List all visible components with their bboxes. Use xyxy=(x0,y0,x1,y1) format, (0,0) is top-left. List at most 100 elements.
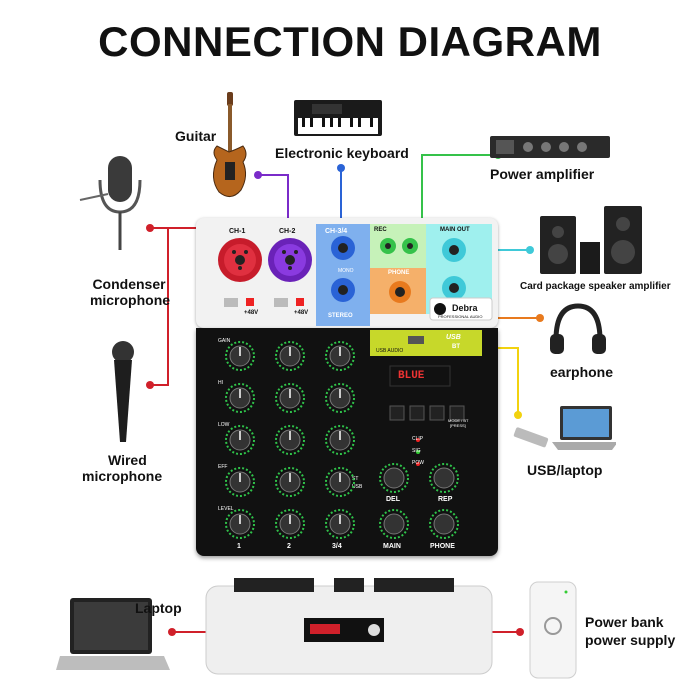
usb-switch-label: USB xyxy=(352,484,363,490)
knob-label: HI xyxy=(218,380,223,386)
keyboard-icon xyxy=(294,100,382,136)
ch2-label: CH-2 xyxy=(279,228,296,235)
rep-label: REP xyxy=(438,496,453,503)
knob[interactable] xyxy=(225,383,255,413)
knob-label: LEVEL xyxy=(218,506,234,512)
dot-keyboard xyxy=(337,164,345,172)
wired-microphone-icon xyxy=(112,341,134,442)
condenser-label-1: Condenser xyxy=(92,276,166,292)
guitar-icon xyxy=(213,92,247,197)
main-out-label: MAIN OUT xyxy=(440,227,470,233)
knob[interactable] xyxy=(275,509,305,539)
knob[interactable] xyxy=(225,467,255,497)
knob[interactable] xyxy=(275,341,305,371)
ch2-48v-switch[interactable] xyxy=(274,298,288,307)
dot-wired xyxy=(146,381,154,389)
wired-label-1: Wired xyxy=(108,452,147,468)
ch-footer-2: 2 xyxy=(287,543,291,550)
stereo-label: STEREO xyxy=(328,313,353,319)
knob[interactable] xyxy=(225,509,255,539)
laptop-icon xyxy=(56,598,170,670)
sig-label: SIG xyxy=(412,448,421,454)
bt-label: BT xyxy=(452,344,460,350)
master-knob[interactable] xyxy=(429,509,459,539)
powerbank-label-2: power supply xyxy=(585,632,676,648)
knob[interactable] xyxy=(325,383,355,413)
power-amplifier-icon xyxy=(490,136,610,158)
master-knob[interactable] xyxy=(379,509,409,539)
knob-label: EFF xyxy=(218,464,227,470)
speaker-icon xyxy=(540,206,642,274)
usb-audio-label: USB AUDIO xyxy=(376,348,404,354)
ch-footer-phone: PHONE xyxy=(430,543,455,550)
page-title: CONNECTION DIAGRAM xyxy=(98,18,602,65)
laptop-label: Laptop xyxy=(135,600,182,616)
dot-powerbank xyxy=(516,628,524,636)
knob-grid: GAIN HI LOW EFF LEVEL xyxy=(218,338,459,539)
prev-button[interactable] xyxy=(409,405,425,421)
ch-footer-34: 3/4 xyxy=(332,543,342,550)
dot-speaker xyxy=(526,246,534,254)
speaker-label: Card package speaker amplifier xyxy=(520,281,671,292)
knob[interactable] xyxy=(325,425,355,455)
phone-label: PHONE xyxy=(388,270,410,276)
knob[interactable] xyxy=(225,341,255,371)
mode-label: MODE / BT xyxy=(448,418,469,423)
power-bank-icon xyxy=(529,581,577,679)
knob[interactable] xyxy=(325,509,355,539)
rec-label: REC xyxy=(374,227,387,233)
usb-port[interactable] xyxy=(408,336,424,344)
master-knob[interactable] xyxy=(379,463,409,493)
brand-name: Debra xyxy=(452,303,478,313)
power-amp-label: Power amplifier xyxy=(490,166,595,182)
headphones-icon xyxy=(550,303,606,354)
knob[interactable] xyxy=(325,341,355,371)
line-wired xyxy=(150,228,169,386)
dot-guitar xyxy=(254,171,262,179)
led-display xyxy=(389,365,451,387)
ch1-48v-label: +48V xyxy=(244,310,259,316)
clip-label: CLIP xyxy=(412,436,424,442)
knob[interactable] xyxy=(325,467,355,497)
knob[interactable] xyxy=(275,425,305,455)
dot-laptop xyxy=(168,628,176,636)
dot-condenser xyxy=(146,224,154,232)
next-button[interactable] xyxy=(429,405,445,421)
condenser-label-2: microphone xyxy=(89,292,171,308)
knob[interactable] xyxy=(275,467,305,497)
play-pause-button[interactable] xyxy=(389,405,405,421)
usb-laptop-label: USB/laptop xyxy=(527,462,603,478)
pow-label: POW xyxy=(412,460,424,466)
usb-label: USB xyxy=(446,334,461,341)
ch-footer-main: MAIN xyxy=(383,543,401,550)
mode-button[interactable] xyxy=(449,405,465,421)
usb-laptop-icon xyxy=(552,406,616,450)
mono-label: MONO xyxy=(338,268,354,274)
dot-usb xyxy=(514,411,522,419)
brand-sub: PROFESSIONAL AUDIO xyxy=(438,314,483,319)
master-knob[interactable] xyxy=(429,463,459,493)
st-label: ST xyxy=(352,476,359,482)
press-label: [PRESS] xyxy=(450,423,466,428)
keyboard-label: Electronic keyboard xyxy=(275,145,409,161)
brand-badge xyxy=(429,297,493,321)
knob[interactable] xyxy=(225,425,255,455)
ch1-label: CH-1 xyxy=(229,228,246,235)
dot-earphone xyxy=(536,314,544,322)
usb-bt-module xyxy=(370,330,482,356)
ch1-48v-switch[interactable] xyxy=(224,298,238,307)
wired-label-2: microphone xyxy=(82,468,163,484)
condenser-microphone-icon xyxy=(79,156,142,250)
knob-label: GAIN xyxy=(218,338,231,344)
del-label: DEL xyxy=(386,496,400,503)
knob[interactable] xyxy=(275,383,305,413)
ch34-label: CH-3/4 xyxy=(325,228,348,235)
earphone-label: earphone xyxy=(550,364,614,380)
powerbank-label-1: Power bank xyxy=(585,614,664,630)
display-text: BLUE xyxy=(398,370,425,382)
knob-label: LOW xyxy=(218,422,230,428)
mixer-side-view xyxy=(205,578,493,675)
ch-footer-1: 1 xyxy=(237,543,241,550)
mixer-face xyxy=(218,224,493,488)
ch2-48v-label: +48V xyxy=(294,310,309,316)
